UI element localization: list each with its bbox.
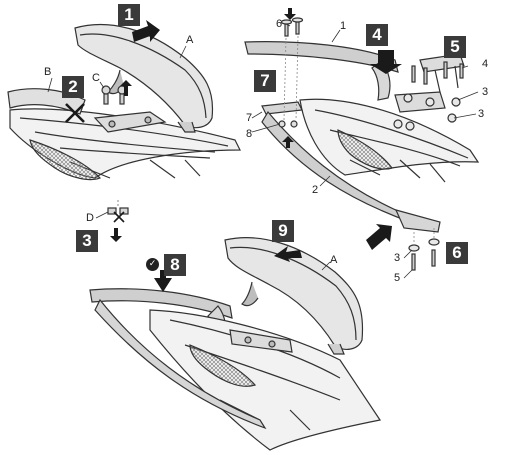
panel-remove-grab-handle	[7, 23, 241, 215]
label-c: C	[92, 72, 100, 84]
label-part-7: 7	[246, 112, 253, 124]
cross-mark	[65, 103, 125, 223]
label-part-4: 4	[482, 58, 489, 70]
panel-fit-rack-plate	[244, 17, 480, 271]
step-badge-4: 4	[366, 24, 388, 46]
label-a-top: A	[186, 34, 194, 46]
step-badge-8: 8	[164, 254, 186, 276]
step-badge-5: 5	[444, 36, 466, 58]
grab-handle-a	[74, 23, 214, 129]
rack-bar-1	[244, 41, 399, 73]
arrow-up-c	[120, 80, 132, 96]
arrow-step-1	[132, 20, 160, 42]
label-part-3c: 3	[394, 252, 401, 264]
label-part-1: 1	[340, 20, 347, 32]
label-part-3a: 3	[482, 86, 489, 98]
label-b: B	[44, 66, 52, 78]
arrow-step-8	[154, 270, 172, 292]
label-part-6: 6	[276, 18, 283, 30]
label-a-bottom: A	[330, 254, 338, 266]
label-part-3b: 3	[478, 108, 485, 120]
tail-fairing-bottom	[149, 309, 381, 451]
panel-install-handle	[89, 237, 381, 451]
grille-right	[337, 129, 393, 170]
rack-bar-bottom	[89, 288, 233, 319]
arrow-step-6	[366, 224, 392, 250]
arrow-step-4	[370, 50, 402, 74]
label-part-2: 2	[312, 184, 319, 196]
step-badge-9: 9	[272, 220, 294, 242]
arrow-step-9	[274, 246, 302, 262]
step-badge-3: 3	[76, 230, 98, 252]
arrow-down-6	[284, 8, 296, 20]
step-badge-1: 1	[118, 4, 140, 26]
leader-lines	[47, 23, 479, 279]
grab-handle-a-bottom	[224, 237, 364, 350]
step-badge-6: 6	[446, 242, 468, 264]
step-badge-7: 7	[254, 70, 276, 92]
label-part-8: 8	[246, 128, 253, 140]
grille-bottom	[189, 344, 257, 387]
label-part-5: 5	[394, 272, 401, 284]
label-d: D	[86, 212, 94, 224]
grille-left	[29, 139, 102, 181]
arrow-down-d	[110, 228, 122, 242]
check-icon: ✓	[146, 258, 159, 271]
arrow-up-8	[282, 136, 294, 148]
step-badge-2: 2	[62, 76, 84, 98]
